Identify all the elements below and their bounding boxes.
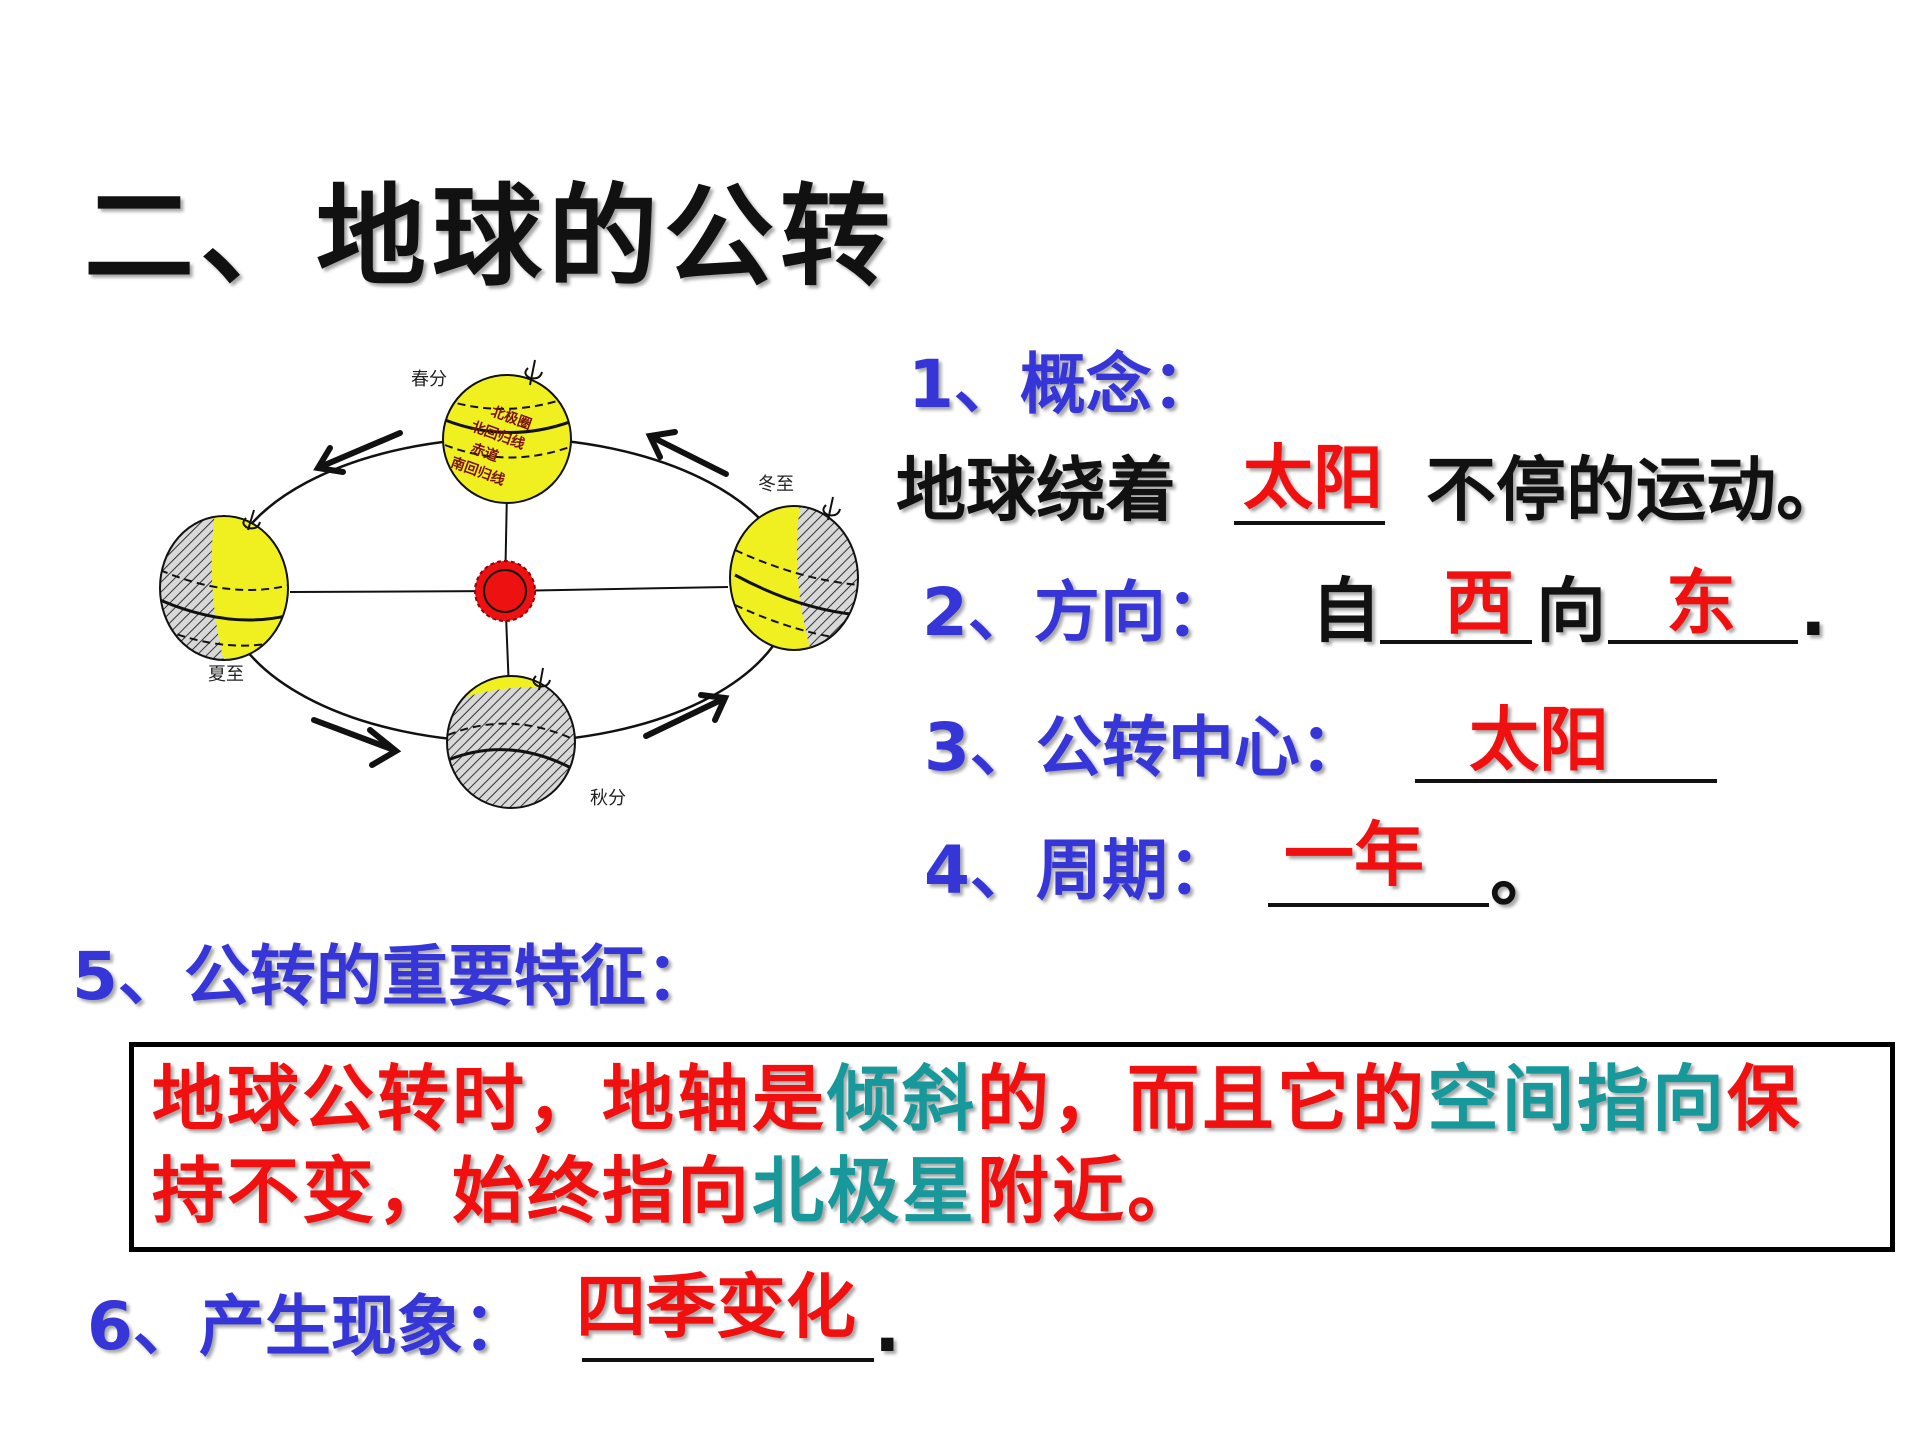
- direction-mid-text: 向: [1536, 570, 1606, 652]
- direction-blank-line-1: [1380, 640, 1532, 644]
- direction-answer-east: 东: [1666, 562, 1736, 644]
- arrow-icon: [645, 429, 729, 477]
- concept-label: 1、概念：: [908, 346, 1218, 423]
- direction-from-text: 自: [1311, 570, 1381, 652]
- concept-answer: 太阳: [1243, 437, 1383, 519]
- period-end: 。: [1490, 834, 1560, 916]
- spring-equinox-label: 春分: [411, 369, 447, 390]
- phenomenon-blank-line: [582, 1358, 874, 1362]
- phenomenon-answer: 四季变化: [576, 1266, 856, 1348]
- arrow-icon: [643, 692, 730, 739]
- autumn-equinox-label: 秋分: [590, 788, 626, 809]
- sun-icon: [474, 560, 536, 622]
- features-segment: 的，而且它的: [977, 1057, 1428, 1141]
- page-title: 二、地球的公转: [84, 173, 896, 301]
- features-label: 5、公转的重要特征：: [72, 938, 712, 1015]
- features-line-2: 持不变，始终指向北极星附近。: [152, 1155, 1202, 1227]
- features-segment: 地球公转时，地轴是: [152, 1057, 828, 1141]
- period-answer: 一年: [1284, 814, 1424, 896]
- features-segment: 附近。: [977, 1149, 1203, 1233]
- features-segment-highlight: 倾斜: [827, 1057, 978, 1141]
- phenomenon-label: 6、产生现象：: [87, 1288, 529, 1365]
- direction-blank-line-2: [1608, 640, 1798, 644]
- globe-autumn: [447, 676, 575, 808]
- direction-end: .: [1800, 570, 1827, 652]
- period-blank-line: [1268, 903, 1489, 907]
- winter-solstice-label: 冬至: [758, 474, 794, 495]
- concept-text-before: 地球绕着: [896, 449, 1176, 531]
- center-label: 3、公转中心：: [924, 709, 1366, 786]
- concept-blank-line: [1234, 521, 1385, 525]
- arrow-icon: [311, 717, 402, 768]
- center-blank-line: [1415, 779, 1717, 783]
- features-segment: 保: [1727, 1057, 1803, 1141]
- summer-solstice-label: 夏至: [208, 664, 244, 685]
- globe-winter: [730, 506, 858, 650]
- globe-spring: [443, 375, 571, 503]
- arrow-icon: [313, 430, 403, 475]
- features-segment: 持不变，始终指向: [152, 1149, 753, 1233]
- center-answer: 太阳: [1469, 699, 1609, 781]
- features-line-1: 地球公转时，地轴是倾斜的，而且它的空间指向保: [152, 1063, 1802, 1135]
- direction-label: 2、方向：: [922, 574, 1232, 651]
- features-box: [129, 1042, 1895, 1252]
- period-label: 4、周期：: [924, 832, 1234, 909]
- concept-text-after: 不停的运动。: [1426, 449, 1846, 531]
- direction-answer-west: 西: [1444, 562, 1514, 644]
- features-segment-highlight: 北极星: [752, 1149, 978, 1233]
- globe-summer: [160, 516, 288, 660]
- features-segment-highlight: 空间指向: [1427, 1057, 1728, 1141]
- phenomenon-end: .: [874, 1286, 901, 1368]
